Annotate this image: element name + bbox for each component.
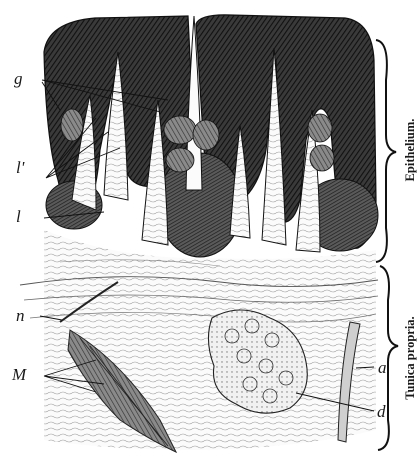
epithelium-bracket	[376, 40, 396, 262]
bud-1	[61, 109, 83, 141]
tunica-propria-layer	[20, 230, 378, 452]
region-brackets	[376, 40, 398, 450]
bud-4	[193, 120, 219, 150]
bud-5	[308, 114, 332, 142]
label-g: g	[14, 69, 23, 88]
label-l: l	[16, 207, 21, 226]
label-epithelium: Epithelium.	[403, 119, 417, 182]
label-l-prime: l'	[16, 158, 25, 177]
bud-2	[164, 116, 196, 144]
label-n: n	[16, 306, 25, 325]
bud-6	[310, 145, 334, 171]
label-tunica-propria: Tunica propria.	[403, 316, 417, 399]
epithelium-layer	[44, 15, 378, 257]
bud-3	[166, 148, 194, 172]
label-a: a	[378, 358, 387, 377]
label-d: d	[377, 402, 386, 421]
label-M: M	[11, 365, 27, 384]
